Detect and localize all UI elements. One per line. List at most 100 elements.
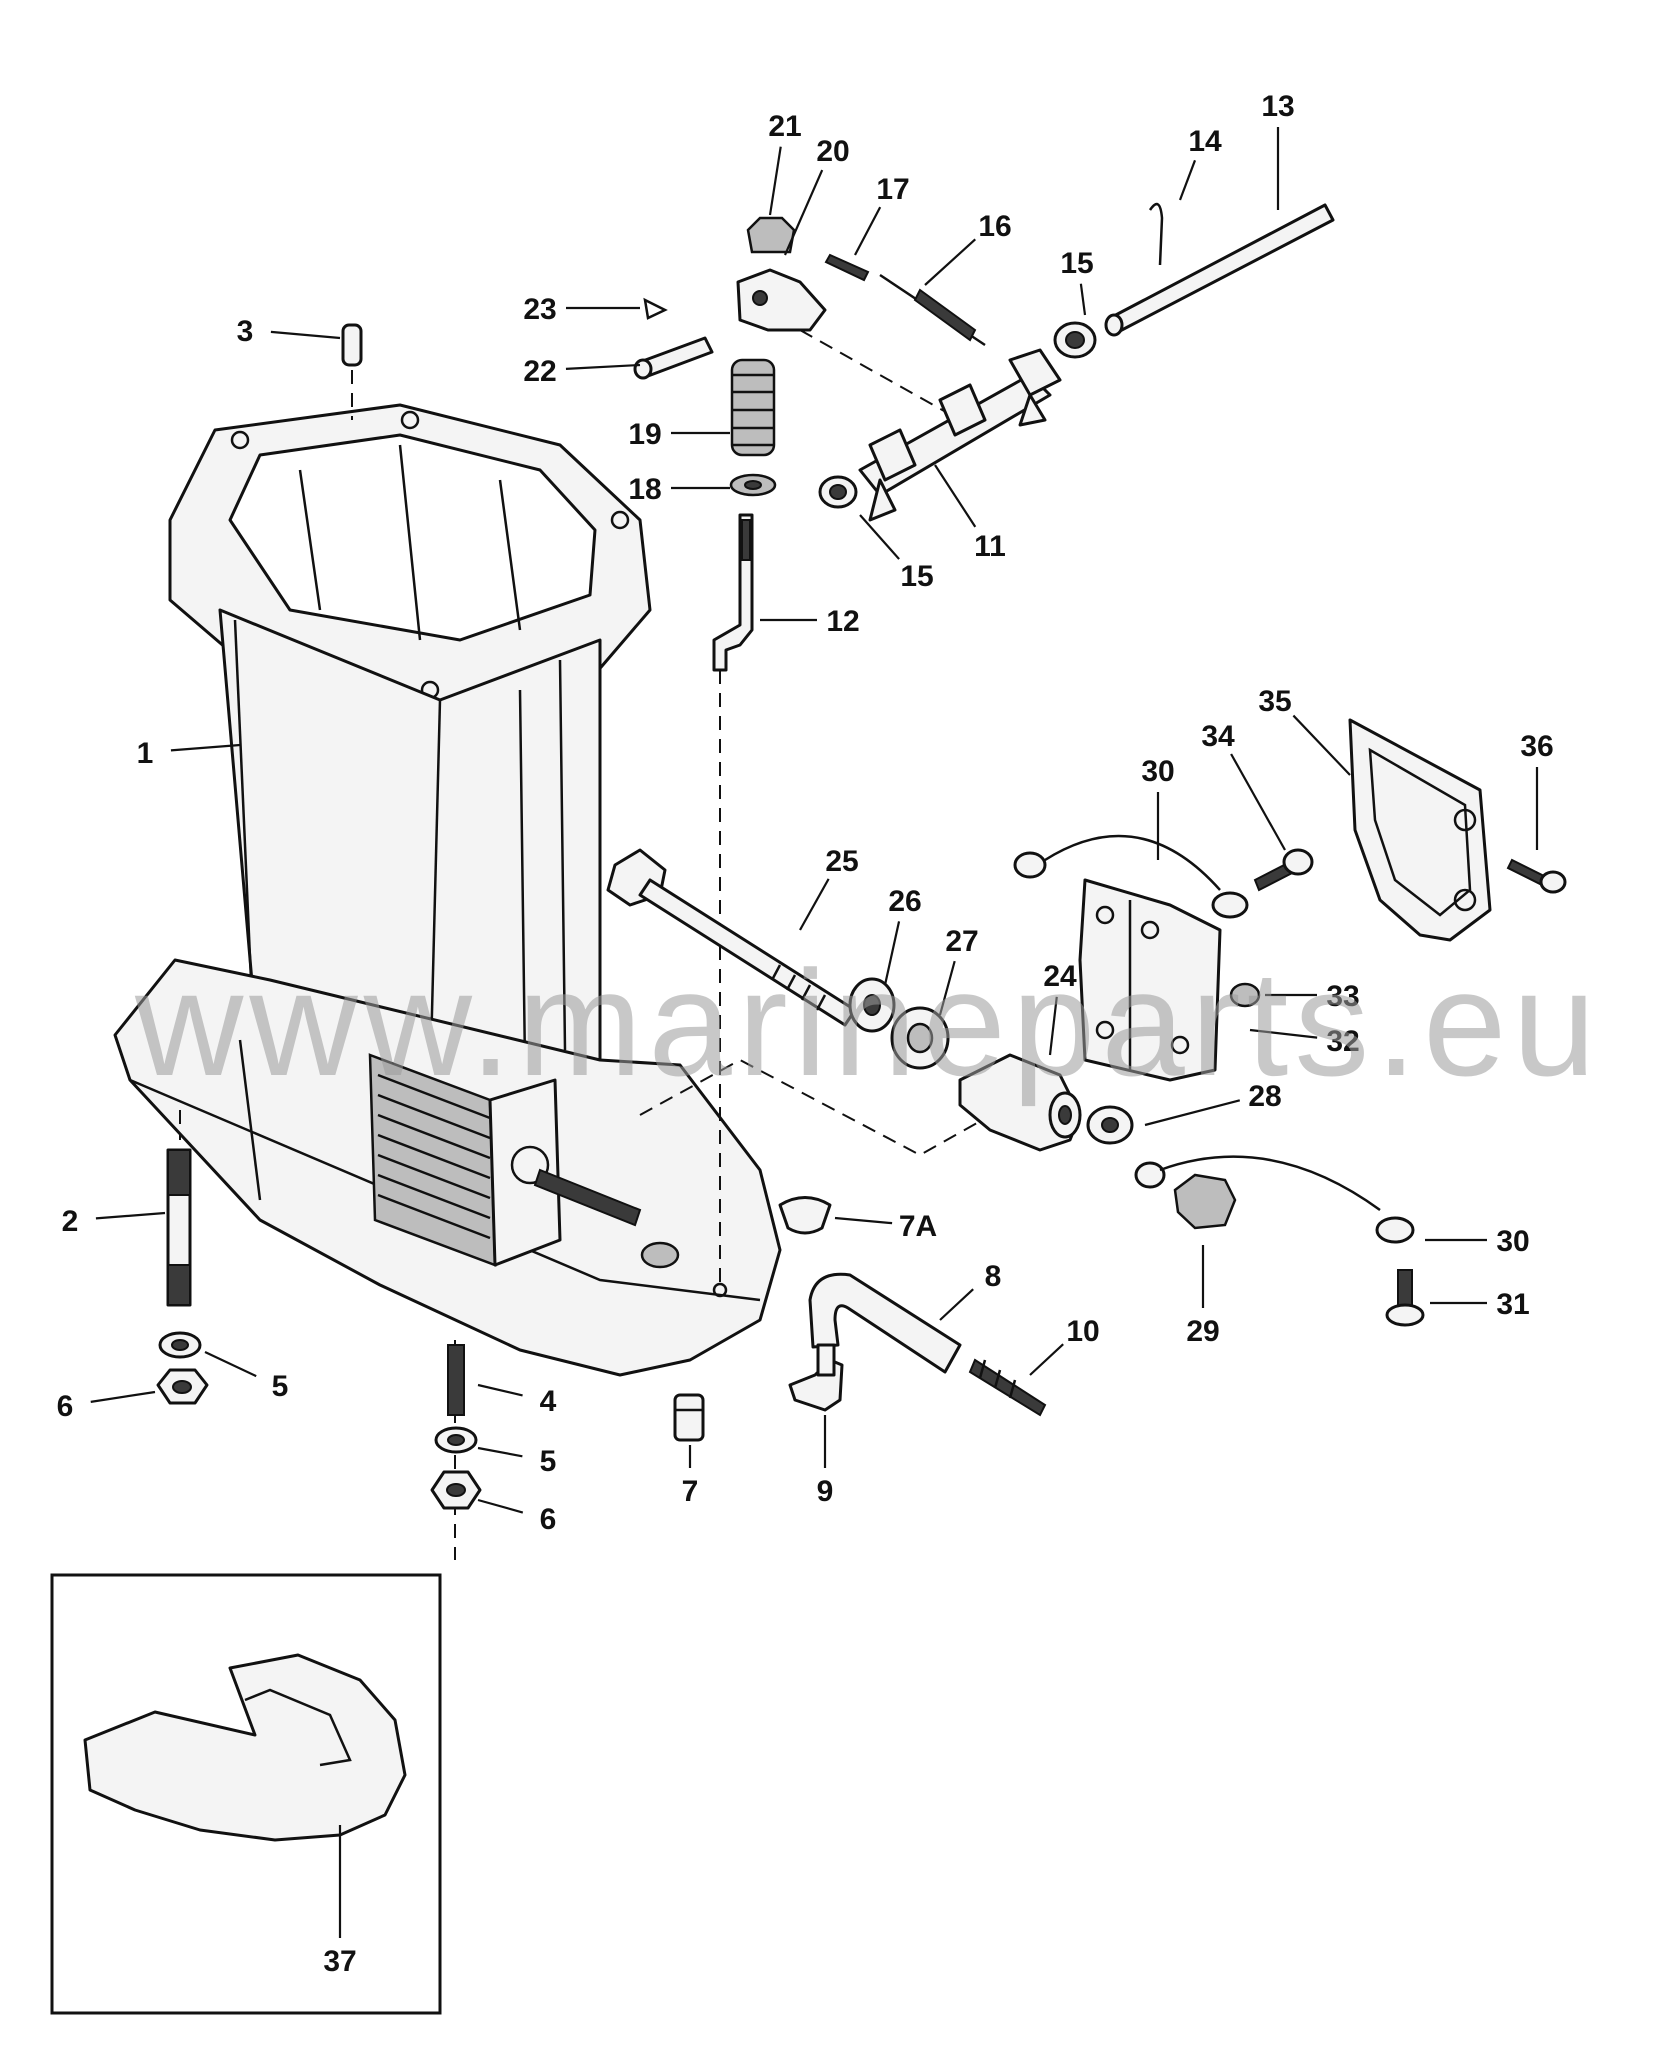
dowel-pin-3: [341, 323, 363, 367]
callout-label-c6a: 6: [57, 1390, 74, 1423]
leader-line-c5a: [204, 1351, 257, 1378]
washer-27: [890, 1006, 950, 1070]
washer-5-left: [158, 1331, 202, 1359]
leader-line-c35: [1292, 714, 1351, 776]
callout-label-c2: 2: [62, 1205, 79, 1238]
spring-19: [730, 358, 776, 457]
callout-label-c36: 36: [1520, 730, 1553, 763]
leader-line-c3: [270, 330, 341, 340]
nut-21: [746, 216, 796, 254]
stud-4: [447, 1344, 465, 1416]
callout-label-c25: 25: [825, 845, 858, 878]
callout-label-c8: 8: [985, 1260, 1002, 1293]
callout-label-c29: 29: [1186, 1315, 1219, 1348]
leader-line-c6a: [90, 1390, 156, 1403]
leader-line-c16: [924, 238, 976, 286]
bushing-15-lower: [818, 475, 858, 509]
plug-7: [673, 1393, 705, 1442]
callout-label-c12: 12: [826, 605, 859, 638]
callout-group: 1234556677A89101112131415151617181920212…: [57, 90, 1554, 1978]
nut-6-left: [156, 1368, 209, 1405]
washer-28: [1086, 1105, 1134, 1145]
leader-line-c21: [768, 146, 782, 216]
driveshaft-housing: [113, 403, 782, 1377]
leader-line-c27: [938, 960, 956, 1016]
leader-line-c15b: [859, 514, 900, 560]
callout-label-c16: 16: [978, 210, 1011, 243]
pin-22: [633, 336, 714, 380]
leader-line-c32: [1249, 1028, 1318, 1039]
leader-line-c25: [799, 878, 830, 931]
leader-line-c7A: [834, 1216, 893, 1225]
leader-line-c10: [1029, 1343, 1064, 1376]
nut-6-right: [430, 1470, 482, 1510]
callout-label-c37: 37: [323, 1945, 356, 1978]
callout-label-c14: 14: [1188, 125, 1222, 158]
leader-line-c5b: [477, 1446, 523, 1458]
callout-label-c5b: 5: [540, 1445, 557, 1478]
callout-label-c1: 1: [137, 737, 154, 770]
callout-label-c26: 26: [888, 885, 921, 918]
cover-35: [1348, 718, 1492, 942]
callout-label-c22: 22: [523, 355, 556, 388]
bolt-25: [606, 848, 857, 1027]
callout-label-c28: 28: [1248, 1080, 1281, 1113]
ground-strap-30-upper: [1013, 834, 1249, 919]
callout-label-c15b: 15: [900, 560, 933, 593]
leader-line-c22: [565, 363, 641, 370]
leader-line-c24: [1048, 996, 1058, 1056]
gasket-37: [83, 1653, 407, 1842]
leader-line-c17: [854, 206, 882, 256]
shift-shaft-13: [1104, 203, 1335, 337]
leader-line-c11: [934, 464, 977, 528]
cotter-pin-23: [643, 297, 668, 320]
leader-line-c26: [883, 921, 901, 986]
callout-label-c27: 27: [945, 925, 978, 958]
callout-label-c30a: 30: [1141, 755, 1174, 788]
callout-label-c33: 33: [1326, 980, 1359, 1013]
block-20: [736, 268, 827, 332]
nut-29: [1173, 1173, 1237, 1230]
screw-31: [1385, 1269, 1425, 1327]
leader-line-c1: [170, 743, 241, 752]
ground-strap-30-lower: [1134, 1155, 1415, 1244]
nut-33: [1229, 982, 1261, 1008]
stud-2: [166, 1148, 192, 1307]
shift-rod-12: [712, 513, 754, 672]
pin-17: [824, 253, 870, 282]
leader-line-c8: [939, 1288, 974, 1321]
watermark-text: www.marineparts.eu: [134, 939, 1602, 1107]
callout-label-c6b: 6: [540, 1503, 557, 1536]
leader-line-c28: [1144, 1099, 1241, 1127]
callout-label-c19: 19: [628, 418, 661, 451]
fitting-9: [788, 1343, 844, 1412]
washer-5-right: [434, 1426, 478, 1454]
cotter-pin-14: [1148, 202, 1164, 266]
washer-18: [729, 473, 777, 497]
callout-label-c20: 20: [816, 135, 849, 168]
leader-line-c20: [783, 169, 824, 256]
callout-label-c7A: 7A: [899, 1210, 937, 1243]
callout-label-c7: 7: [682, 1475, 699, 1508]
leader-line-c2: [95, 1211, 166, 1220]
callout-label-c5a: 5: [272, 1370, 289, 1403]
callout-label-c35: 35: [1258, 685, 1291, 718]
leader-line-c4: [477, 1383, 523, 1397]
mount-24: [958, 1053, 1082, 1152]
leader-line-c15a: [1079, 283, 1087, 316]
inset-box: [50, 1573, 442, 2015]
leader-line-c6b: [477, 1498, 524, 1514]
screw-36: [1506, 858, 1567, 894]
callout-label-c13: 13: [1261, 90, 1294, 123]
leader-line-c14: [1178, 159, 1197, 201]
barbed-fitting-10: [968, 1358, 1047, 1417]
cap-7A: [778, 1196, 832, 1235]
callout-label-c4: 4: [540, 1385, 557, 1418]
bushing-15-upper: [1053, 321, 1097, 359]
callout-label-c32: 32: [1326, 1025, 1359, 1058]
callout-label-c34: 34: [1201, 720, 1235, 753]
washer-26: [848, 977, 896, 1033]
callout-label-c31: 31: [1496, 1288, 1529, 1321]
